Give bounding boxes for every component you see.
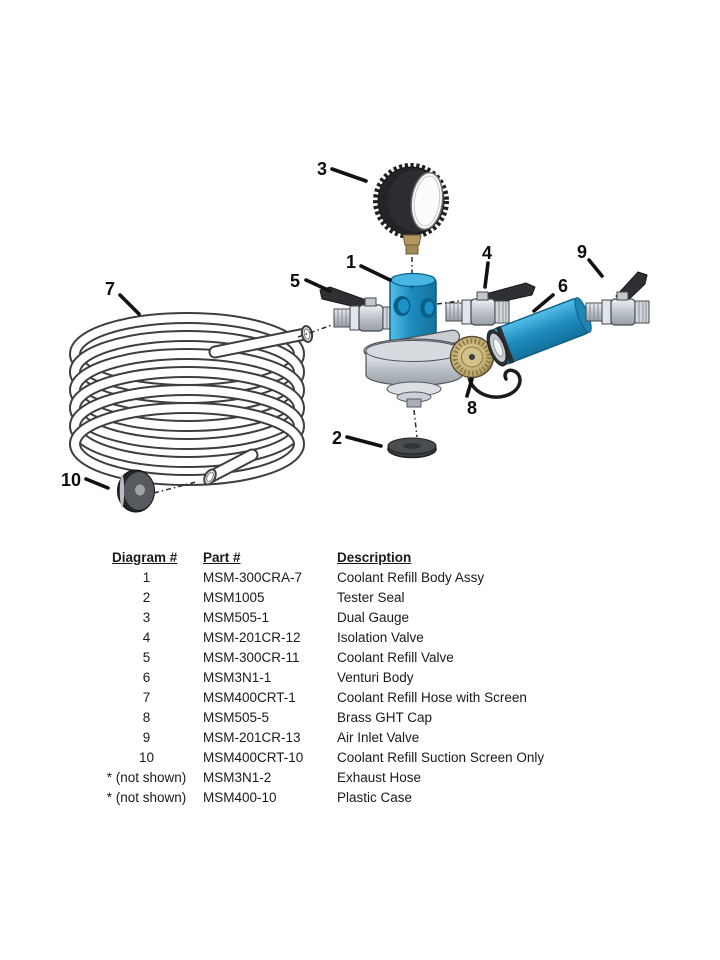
part-num: MSM3N1-1 [203,670,272,685]
diagram-num: 2 [142,590,151,605]
part-num: MSM-300CRA-7 [203,570,303,585]
coolant-refill-hose-part [69,312,314,486]
part-num: MSM400-10 [203,790,277,805]
leader-1 [359,264,392,282]
part-num: MSM400CRT-1 [203,690,296,705]
cap-cord [467,368,522,399]
part-description: Coolant Refill Hose with Screen [337,690,527,705]
diagram-num: 4 [142,630,151,645]
diagram-num: 7 [142,690,151,705]
table-row: * (not shown) MSM400-10 Plastic Case [90,788,544,808]
hose-bottom-end [203,448,259,486]
callout-4: 4 [482,243,492,263]
callout-3: 3 [317,159,327,179]
header-diagram-num: Diagram # [112,550,178,565]
part-description: Tester Seal [337,590,405,605]
table-row: 3 MSM505-1 Dual Gauge [90,608,544,628]
exploded-parts-diagram: 1 2 3 4 5 6 7 8 9 10 [61,159,650,513]
table-row: 4 MSM-201CR-12 Isolation Valve [90,628,544,648]
part-description: Coolant Refill Valve [337,650,454,665]
part-num: MSM-300CR-11 [203,650,300,665]
body-cap-base [363,329,465,408]
callout-7: 7 [105,279,115,299]
gauge-face [410,171,444,231]
part-num: MSM1005 [203,590,265,605]
callout-8: 8 [467,398,477,418]
leader-5 [304,278,332,293]
callout-10: 10 [61,470,81,490]
callout-2: 2 [332,428,342,448]
diagram-num: 1 [142,570,151,585]
part-description: Coolant Refill Suction Screen Only [337,750,545,765]
leader-2 [345,435,383,448]
diagram-num: * (not shown) [106,790,187,805]
part-description: Isolation Valve [337,630,424,645]
diagram-num: 3 [142,610,151,625]
tester-seal-part [387,437,437,459]
part-num: MSM3N1-2 [203,770,272,785]
leader-7 [118,293,141,316]
venturi-body-part [486,297,592,367]
callout-9: 9 [577,242,587,262]
diagram-num: * (not shown) [106,770,187,785]
leader-9 [587,258,604,278]
part-description: Brass GHT Cap [337,710,433,725]
callout-1: 1 [346,252,356,272]
diagram-num: 6 [142,670,151,685]
brass-ght-cap-part [449,335,522,399]
leader-10 [84,477,110,490]
part-description: Plastic Case [337,790,413,805]
parts-table-header: Diagram # Part # Description [90,548,544,568]
part-num: MSM505-1 [203,610,270,625]
dual-gauge-part [373,163,449,255]
part-num: MSM505-5 [203,710,270,725]
table-row: 6 MSM3N1-1 Venturi Body [90,668,544,688]
table-row: 8 MSM505-5 Brass GHT Cap [90,708,544,728]
gauge-brass-fitting [402,234,422,246]
callout-numbers: 1 2 3 4 5 6 7 8 9 10 [61,159,587,490]
table-row: 1 MSM-300CRA-7 Coolant Refill Body Assy [90,568,544,588]
part-description: Exhaust Hose [337,770,422,785]
callout-5: 5 [290,271,300,291]
table-row: 10 MSM400CRT-10 Coolant Refill Suction S… [90,748,544,768]
table-row: 7 MSM400CRT-1 Coolant Refill Hose with S… [90,688,544,708]
hose-coil [69,312,305,486]
isolation-valve-part [445,282,536,326]
part-description: Air Inlet Valve [337,730,420,745]
leader-6 [532,293,555,313]
leader-3 [330,167,368,183]
table-row: 2 MSM1005 Tester Seal [90,588,544,608]
suction-screen-part [117,469,155,513]
diagram-num: 5 [142,650,151,665]
diagram-num: 9 [142,730,151,745]
part-num: MSM-201CR-12 [203,630,301,645]
callout-leaders [84,167,604,490]
part-num: MSM-201CR-13 [203,730,301,745]
table-row: 5 MSM-300CR-11 Coolant Refill Valve [90,648,544,668]
table-row: 9 MSM-201CR-13 Air Inlet Valve [90,728,544,748]
part-description: Venturi Body [337,670,414,685]
header-description: Description [337,550,412,565]
diagram-num: 10 [138,750,155,765]
coolant-refill-body-part [389,272,437,351]
part-description: Coolant Refill Body Assy [337,570,485,585]
table-row: * (not shown) MSM3N1-2 Exhaust Hose [90,768,544,788]
part-num: MSM400CRT-10 [203,750,304,765]
air-inlet-valve-part [585,271,650,326]
parts-table: Diagram # Part # Description 1 MSM-300CR… [90,548,544,808]
leader-4 [483,261,490,289]
part-description: Dual Gauge [337,610,410,625]
coolant-refill-valve-part [319,286,398,332]
callout-6: 6 [558,276,568,296]
diagram-num: 8 [142,710,151,725]
leader-8 [465,377,474,398]
header-part-num: Part # [203,550,241,565]
